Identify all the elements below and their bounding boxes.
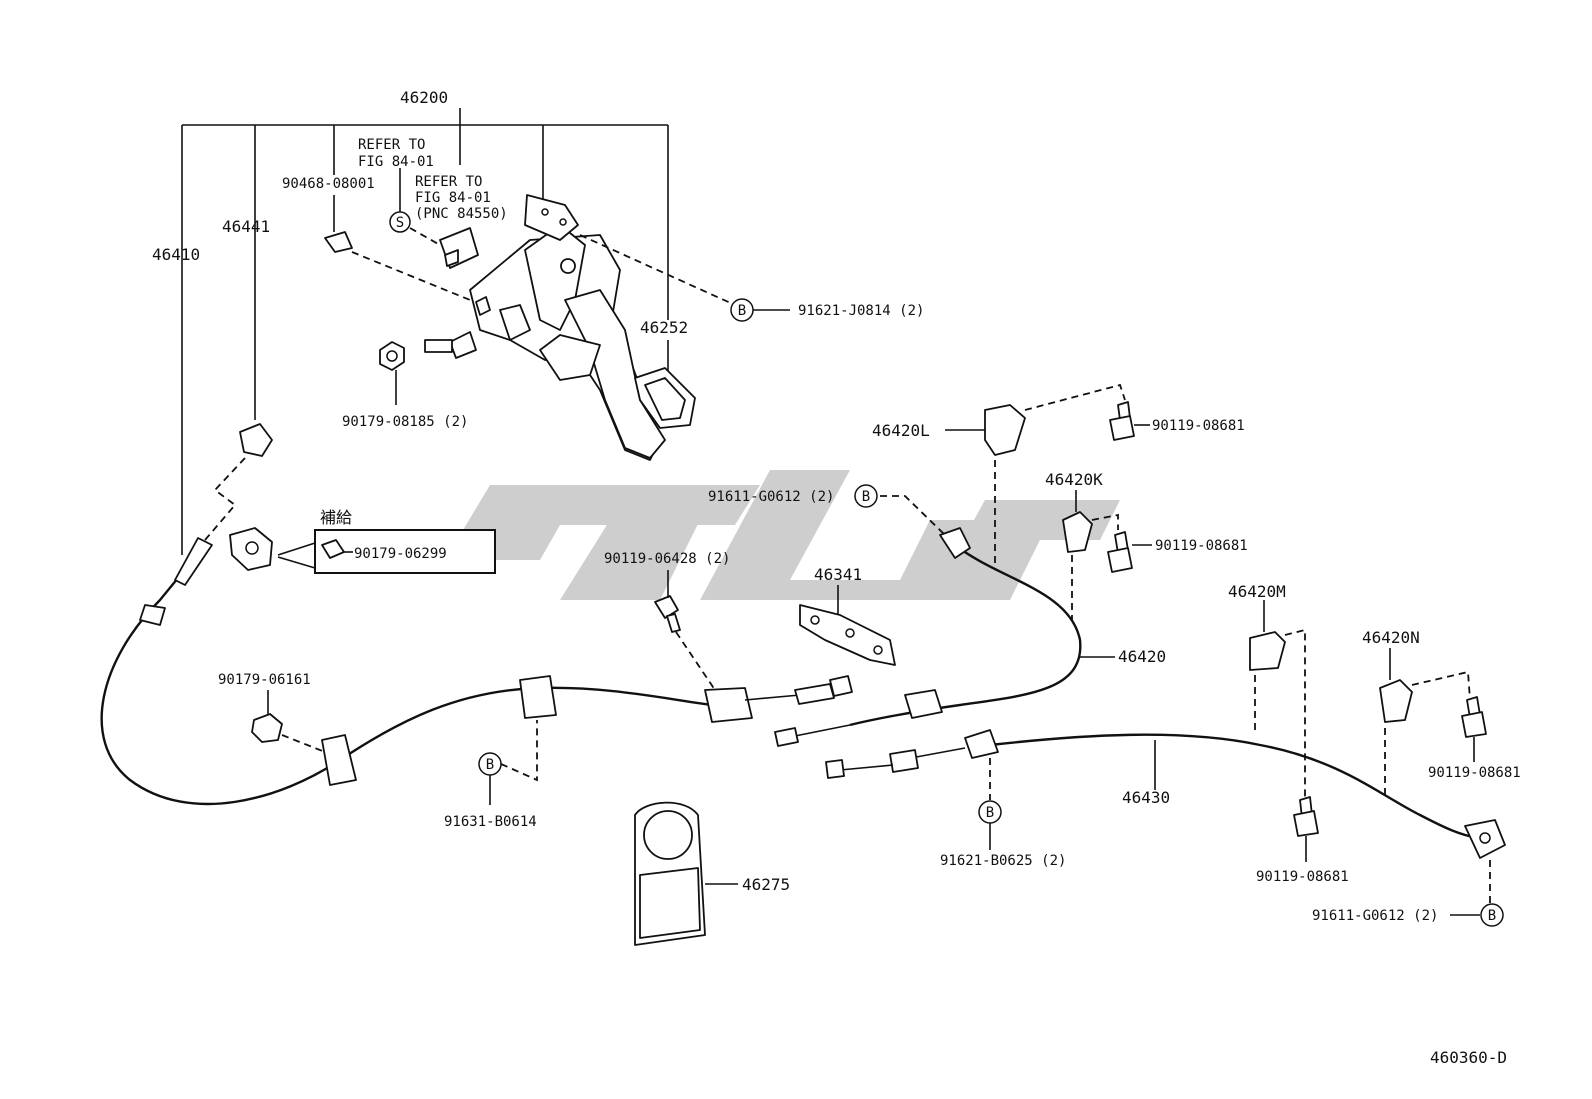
label-90468-08001: 90468-08001: [282, 176, 375, 192]
figure-code: 460360-D: [1430, 1048, 1507, 1067]
labels: 46200 REFER TO FIG 84-01 REFER TO FIG 84…: [152, 88, 1521, 1067]
std-symbol-s: S: [389, 168, 441, 246]
label-refer1-l2: FIG 84-01: [358, 154, 434, 170]
bracket-46420M: [1249, 600, 1306, 800]
label-46441: 46441: [222, 217, 270, 236]
bolt-symbol-b-2: B: [478, 720, 538, 805]
label-91631-B0614: 91631-B0614: [444, 814, 537, 830]
label-refer1-l1: REFER TO: [358, 137, 425, 153]
label-46341: 46341: [814, 565, 862, 584]
bolt-90119-08681-a: [1109, 401, 1150, 441]
pedal-switch: [439, 227, 479, 269]
nut-90179-06161: [251, 690, 326, 753]
label-46410: 46410: [152, 245, 200, 264]
front-cable-46410: [100, 537, 853, 806]
bracket-46200: [181, 108, 669, 555]
label-90119-08681-b: 90119-08681: [1155, 538, 1248, 554]
label-refer2-l1: REFER TO: [415, 174, 482, 190]
label-90179-08185: 90179-08185 (2): [342, 414, 468, 430]
label-91611-G0612-a: 91611-G0612 (2): [708, 489, 834, 505]
svg-text:S: S: [396, 215, 404, 231]
bolt-symbol-b-5: B: [1450, 903, 1504, 927]
label-90119-08681-d: 90119-08681: [1428, 765, 1521, 781]
label-91621-J0814: 91621-J0814 (2): [798, 303, 924, 319]
label-46420: 46420: [1118, 647, 1166, 666]
label-46420K: 46420K: [1045, 470, 1103, 489]
svg-text:B: B: [1488, 908, 1496, 924]
bolt-90119-08681-d: [1461, 696, 1487, 762]
label-90119-08681-c: 90119-08681: [1256, 869, 1349, 885]
bolt-90119-08681-c: [1293, 796, 1319, 862]
clip-46441: [204, 423, 273, 541]
bolt-symbol-b-1: B: [730, 298, 754, 322]
upper-bracket: [524, 194, 579, 241]
label-46430: 46430: [1122, 788, 1170, 807]
rear-cable-46430: [825, 729, 1506, 905]
label-46200: 46200: [400, 88, 448, 107]
pedal-pad-46252: [634, 367, 696, 429]
boot-46275: [634, 801, 738, 946]
label-hoki: 補給: [320, 508, 352, 527]
bolt-90119-08681-b: [1107, 531, 1152, 573]
label-refer2-l3: (PNC 84550): [415, 206, 508, 222]
label-91611-G0612-b: 91611-G0612 (2): [1312, 908, 1438, 924]
label-46275: 46275: [742, 875, 790, 894]
label-90179-06299: 90179-06299: [354, 546, 447, 562]
supply-box: [314, 529, 496, 574]
bracket-46420N: [1379, 648, 1471, 800]
rear-cable-46420: [774, 527, 1115, 747]
bracket-46420L: [945, 383, 1126, 570]
bolt-symbol-b-3: B: [854, 484, 946, 536]
bolt-symbol-b-4: B: [978, 800, 1002, 850]
label-91621-B0625: 91621-B0625 (2): [940, 853, 1066, 869]
label-46252: 46252: [640, 318, 688, 337]
label-46420L: 46420L: [872, 421, 930, 440]
nut-90179-08185: [379, 341, 405, 405]
svg-text:B: B: [862, 489, 870, 505]
svg-text:B: B: [486, 757, 494, 773]
bracket-46420K: [1062, 490, 1119, 620]
svg-text:B: B: [986, 805, 994, 821]
label-46420M: 46420M: [1228, 582, 1286, 601]
label-90179-06161: 90179-06161: [218, 672, 311, 688]
label-90119-08681-a: 90119-08681: [1152, 418, 1245, 434]
clip-90468: [324, 195, 471, 301]
label-90119-06428: 90119-06428 (2): [604, 551, 730, 567]
label-refer2-l2: FIG 84-01: [415, 190, 491, 206]
svg-text:B: B: [738, 303, 746, 319]
grommet: [229, 527, 316, 571]
parking-brake-pedal-assembly: [424, 224, 666, 461]
bracket-46341: [799, 585, 896, 666]
bolt-90119-06428: [654, 570, 716, 691]
label-46420N: 46420N: [1362, 628, 1420, 647]
